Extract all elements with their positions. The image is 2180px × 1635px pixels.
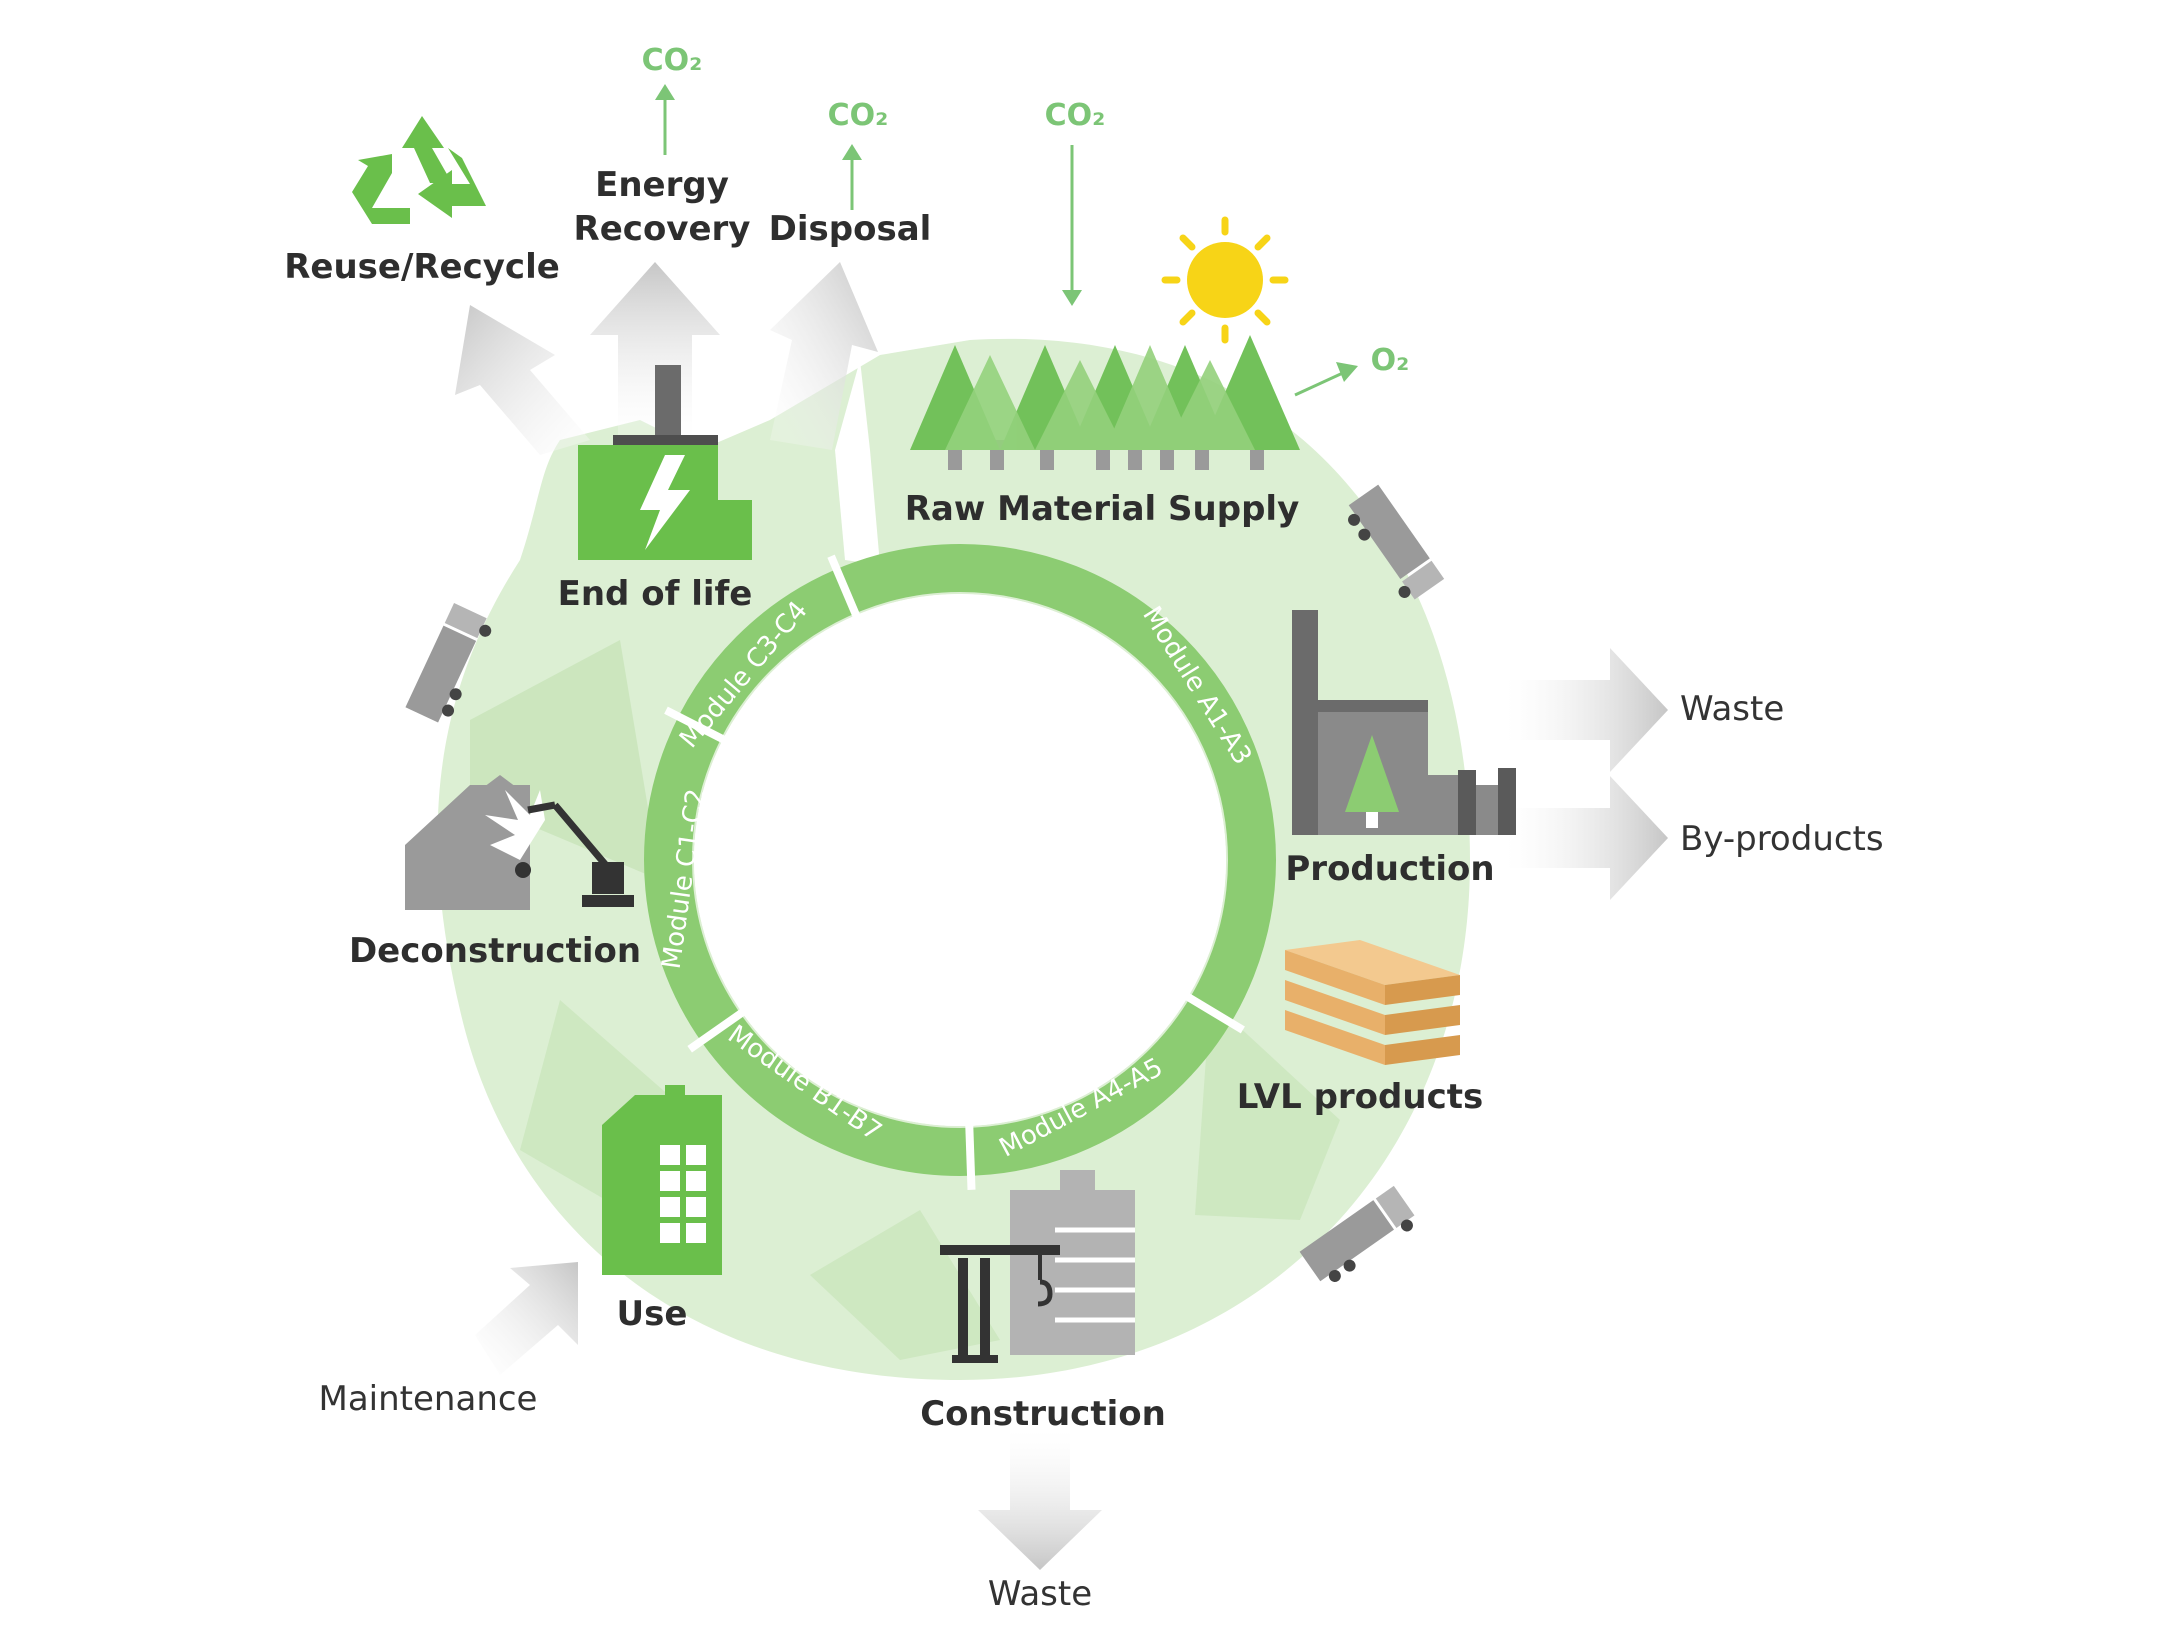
building-icon [602, 1085, 722, 1275]
co2-forest-arrow [1062, 145, 1082, 306]
lvl-products-label: LVL products [1237, 1077, 1483, 1117]
energy-arrow [590, 262, 720, 440]
co2-energy-arrow [655, 84, 675, 155]
truck-icon-top-right [1348, 484, 1445, 600]
sector-lvl-shade [1195, 1000, 1340, 1220]
sun-icon [1161, 216, 1289, 344]
co2-disposal-arrow [842, 144, 862, 210]
module-ring [644, 544, 1276, 1190]
byproducts-arrow [1505, 776, 1668, 900]
waste-construction-label: Waste [988, 1574, 1092, 1614]
truck-icon-bottom-right [1299, 1185, 1415, 1282]
end-of-life-label: End of life [558, 574, 753, 614]
lvl-products-icon [1285, 940, 1460, 1065]
construction-label: Construction [920, 1394, 1166, 1434]
energy-recovery-label-line2: Recovery [574, 209, 751, 249]
forest-icon [910, 335, 1300, 470]
co2-disposal-label: CO₂ [828, 98, 889, 133]
sector-construction-shade [810, 1210, 1000, 1360]
waste-arrow-production [1505, 648, 1668, 772]
deconstruction-icon [405, 775, 634, 910]
truck-icon-left [405, 603, 492, 723]
power-plant-icon [578, 365, 752, 560]
disposal-label: Disposal [769, 209, 932, 249]
use-label: Use [617, 1294, 688, 1334]
reuse-recycle-label: Reuse/Recycle [284, 247, 560, 287]
disposal-arrow [770, 262, 878, 450]
byproducts-label: By-products [1680, 819, 1884, 859]
maintenance-label: Maintenance [319, 1379, 538, 1419]
co2-energy-label: CO₂ [642, 43, 703, 78]
waste-production-label: Waste [1680, 689, 1784, 729]
construction-icon [940, 1170, 1135, 1363]
maintenance-arrow [475, 1262, 578, 1375]
energy-recovery-label-line1: Energy [595, 165, 729, 205]
production-label: Production [1285, 849, 1494, 889]
recycle-icon [352, 116, 486, 224]
raw-material-supply-label: Raw Material Supply [905, 489, 1300, 529]
o2-label: O₂ [1371, 343, 1410, 378]
waste-arrow-construction [978, 1430, 1102, 1570]
co2-forest-label: CO₂ [1045, 98, 1106, 133]
deconstruction-label: Deconstruction [349, 931, 641, 971]
factory-icon [1292, 610, 1516, 835]
o2-arrow [1294, 362, 1358, 397]
reuse-arrow [455, 305, 590, 455]
